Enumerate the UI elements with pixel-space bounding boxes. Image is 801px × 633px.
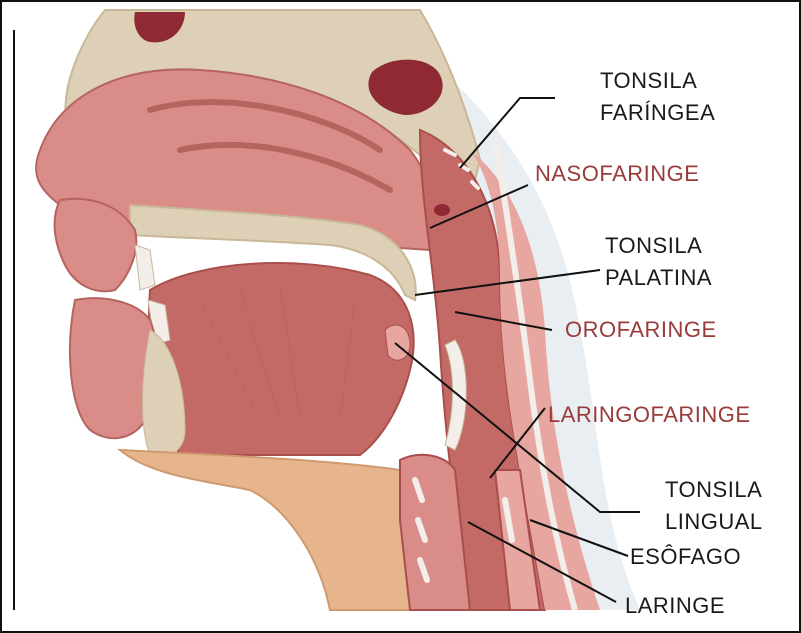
label-tonsila-faringea-line1: TONSILA xyxy=(600,68,715,94)
label-tonsila-lingual: TONSILA LINGUAL xyxy=(665,477,763,535)
label-tonsila-palatina: TONSILA PALATINA xyxy=(605,233,712,291)
label-laringofaringe: LARINGOFARINGE xyxy=(548,402,751,428)
label-nasofaringe: NASOFARINGE xyxy=(535,161,699,187)
label-tonsila-faringea-line2: FARÍNGEA xyxy=(600,100,715,126)
label-tonsila-faringea: TONSILA FARÍNGEA xyxy=(600,68,715,126)
label-tonsila-palatina-line1: TONSILA xyxy=(605,233,712,259)
label-tonsila-lingual-line2: LINGUAL xyxy=(665,509,763,535)
label-laringe: LARINGE xyxy=(625,593,725,619)
eustachian-opening xyxy=(434,204,450,216)
label-tonsila-palatina-line2: PALATINA xyxy=(605,265,712,291)
label-tonsila-lingual-line1: TONSILA xyxy=(665,477,763,503)
palatine-tonsil xyxy=(385,325,410,360)
label-orofaringe: OROFARINGE xyxy=(565,317,717,343)
label-esofago: ESÔFAGO xyxy=(630,544,741,570)
